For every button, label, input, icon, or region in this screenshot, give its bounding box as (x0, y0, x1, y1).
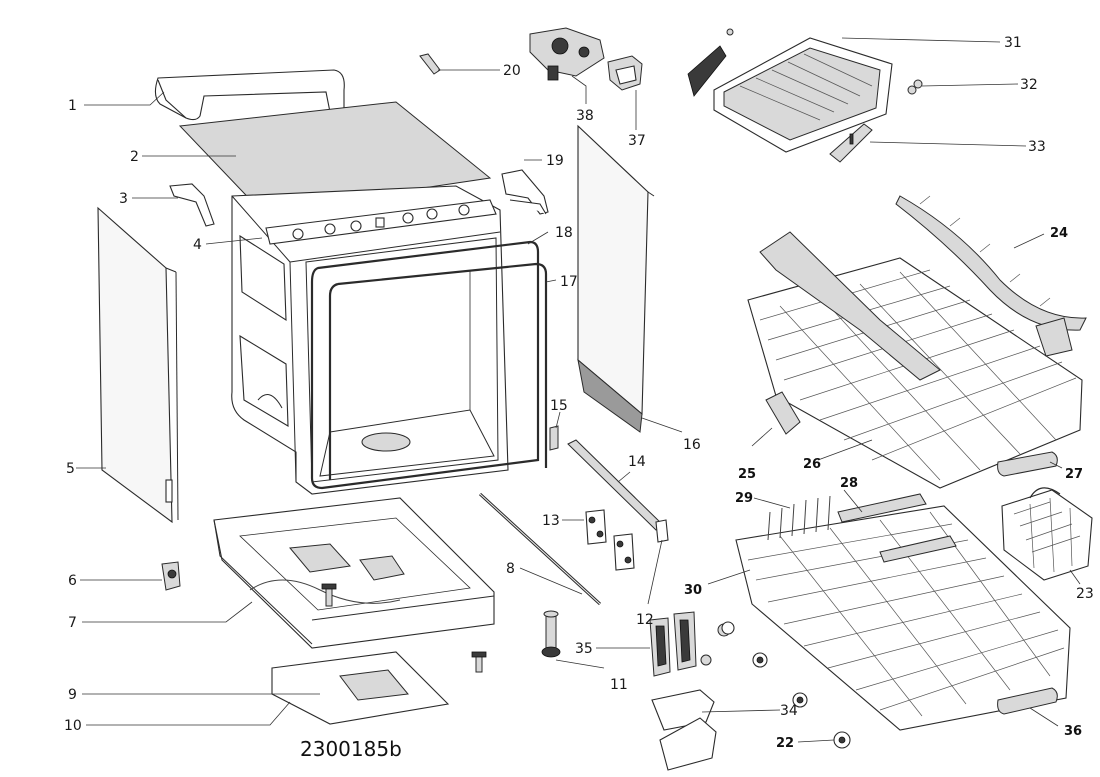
part-12-hinge (655, 519, 669, 543)
part-4-control-strip (265, 199, 497, 245)
part-7-base-tray (213, 497, 495, 649)
part-8-rod (478, 492, 602, 606)
part-27-handle (997, 451, 1058, 477)
callout-28: 28 (840, 476, 858, 491)
part-18-door-seal-outer (310, 240, 540, 490)
callout-8: 8 (506, 561, 515, 577)
callout-35: 35 (575, 641, 593, 657)
part-1-top-trim (154, 69, 345, 121)
part-3-bracket (169, 183, 215, 227)
callout-14: 14 (628, 454, 646, 470)
callout-30: 30 (684, 583, 702, 598)
part-26-upper-basket (747, 231, 1083, 489)
callout-16: 16 (683, 437, 701, 453)
callout-15: 15 (550, 398, 568, 414)
callout-12: 12 (636, 612, 654, 628)
part-36-handle (997, 687, 1058, 715)
callout-9: 9 (68, 687, 77, 703)
callout-20: 20 (503, 63, 521, 79)
screw (471, 651, 487, 673)
callout-10: 10 (64, 718, 82, 734)
callout-34: 34 (780, 703, 798, 719)
part-tub-cabinet (231, 185, 509, 495)
part-31-cutlery-tray (687, 28, 917, 153)
callout-24: 24 (1050, 226, 1068, 241)
part-15-clip (549, 425, 559, 451)
callout-32: 32 (1020, 77, 1038, 93)
diagram-code: 2300185b (300, 737, 402, 761)
callout-18: 18 (555, 225, 573, 241)
part-11-foot (541, 610, 561, 658)
callout-27: 27 (1065, 467, 1083, 482)
part-35-hinge-assembly (649, 611, 731, 677)
leader-lines (76, 37, 1081, 743)
part-29-tines (767, 495, 831, 541)
callout-31: 31 (1004, 35, 1022, 51)
part-22-wheels (721, 621, 851, 749)
callout-19: 19 (546, 153, 564, 169)
callout-5: 5 (66, 461, 75, 477)
callout-29: 29 (735, 491, 753, 506)
callout-11: 11 (610, 677, 628, 693)
callout-3: 3 (119, 191, 128, 207)
callout-4: 4 (193, 237, 202, 253)
callout-1: 1 (68, 98, 77, 114)
part-25-clip (765, 391, 801, 435)
part-17-door-seal-inner (328, 262, 548, 480)
part-13-hinge-plates (585, 509, 635, 571)
callout-23: 23 (1076, 586, 1094, 602)
part-38-valve-unit (529, 27, 605, 81)
callout-22: 22 (776, 736, 794, 751)
part-2-top-panel (178, 101, 492, 213)
part-5-left-side-panel (97, 206, 179, 524)
part-30-lower-basket (735, 493, 1071, 731)
callout-25: 25 (738, 467, 756, 482)
callout-7: 7 (68, 615, 77, 631)
part-37-latch (607, 55, 643, 91)
callout-17: 17 (560, 274, 578, 290)
callout-37: 37 (628, 133, 646, 149)
callout-2: 2 (130, 149, 139, 165)
part-14-strip (567, 439, 665, 531)
part-24-rack-part (895, 195, 1087, 331)
part-28-tine-row (837, 493, 957, 563)
callout-13: 13 (542, 513, 560, 529)
part-20-clip (419, 53, 441, 75)
screw (321, 583, 337, 607)
part-32-roller (913, 79, 923, 89)
callout-33: 33 (1028, 139, 1046, 155)
callout-labels: 1 2 3 4 5 6 7 8 9 10 11 12 13 14 15 16 1… (64, 35, 1094, 751)
callout-6: 6 (68, 573, 77, 589)
callout-26: 26 (803, 457, 821, 472)
callout-38: 38 (576, 108, 594, 124)
part-6-pump-clip (161, 561, 181, 591)
part-16-right-side-panel (577, 124, 655, 433)
part-34-roller-bracket (651, 689, 717, 771)
part-10-base-plate (271, 651, 450, 725)
part-23-cutlery-basket (1001, 487, 1093, 581)
callout-36: 36 (1064, 724, 1082, 739)
part-19-bracket (501, 169, 549, 215)
part-33-rail (829, 123, 873, 163)
